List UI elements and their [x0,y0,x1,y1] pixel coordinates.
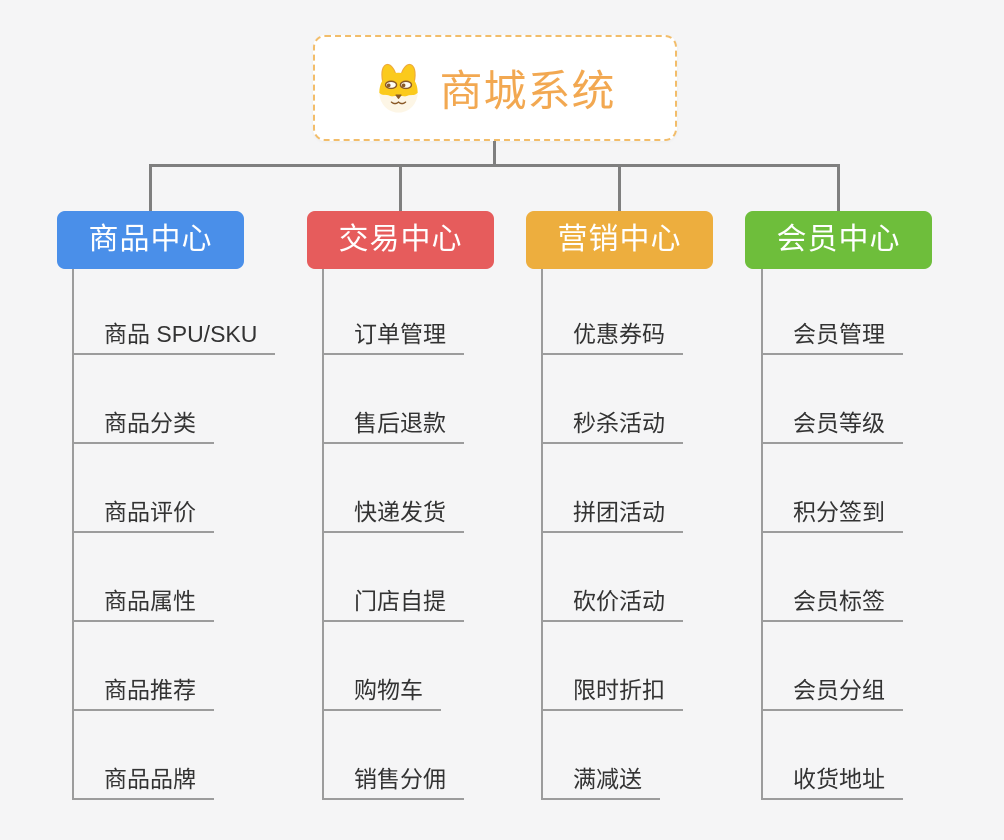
connector-branch-stub-1 [149,164,152,211]
leaf-node[interactable]: 会员分组 [763,671,903,711]
connector-branch-stub-3 [618,164,621,211]
leaf-node[interactable]: 销售分佣 [324,760,464,800]
branch-column-marketing: 优惠券码 秒杀活动 拼团活动 砍价活动 限时折扣 满减送 [541,269,683,800]
leaf-row: 购物车 [324,622,464,711]
leaf-row: 会员管理 [763,269,903,355]
leaf-node[interactable]: 门店自提 [324,582,464,622]
leaf-node[interactable]: 商品 SPU/SKU [74,315,276,355]
leaf-node[interactable]: 限时折扣 [543,671,683,711]
leaf-node[interactable]: 秒杀活动 [543,404,683,444]
leaf-row: 限时折扣 [543,622,683,711]
connector-horizontal-rail [149,164,840,167]
leaf-row: 积分签到 [763,444,903,533]
leaf-node[interactable]: 售后退款 [324,404,464,444]
leaf-row: 会员分组 [763,622,903,711]
leaf-row: 优惠券码 [543,269,683,355]
leaf-node[interactable]: 砍价活动 [543,582,683,622]
branch-node-product-center[interactable]: 商品中心 [57,211,244,269]
leaf-row: 售后退款 [324,355,464,444]
branch-node-member-center[interactable]: 会员中心 [745,211,932,269]
leaf-node[interactable]: 满减送 [543,760,660,800]
root-node-title: 商城系统 [439,68,616,116]
leaf-row: 商品品牌 [74,711,275,800]
leaf-row: 商品分类 [74,355,275,444]
leaf-node[interactable]: 购物车 [324,671,441,711]
root-node[interactable]: 商城系统 [313,35,677,141]
branch-column-member: 会员管理 会员等级 积分签到 会员标签 会员分组 收货地址 [761,269,903,800]
leaf-row: 秒杀活动 [543,355,683,444]
leaf-node[interactable]: 商品属性 [74,582,214,622]
leaf-node[interactable]: 会员标签 [763,582,903,622]
leaf-row: 收货地址 [763,711,903,800]
leaf-row: 门店自提 [324,533,464,622]
leaf-node[interactable]: 商品分类 [74,404,214,444]
leaf-row: 商品属性 [74,533,275,622]
connector-root-stub [493,141,496,167]
leaf-row: 会员标签 [763,533,903,622]
leaf-row: 商品评价 [74,444,275,533]
leaf-row: 商品 SPU/SKU [74,269,276,355]
leaf-row: 订单管理 [324,269,464,355]
leaf-node[interactable]: 积分签到 [763,493,903,533]
leaf-row: 拼团活动 [543,444,683,533]
branch-node-trade-center[interactable]: 交易中心 [307,211,494,269]
branch-column-product: 商品 SPU/SKU 商品分类 商品评价 商品属性 商品推荐 商品品牌 [72,269,276,800]
leaf-node[interactable]: 订单管理 [324,315,464,355]
leaf-node[interactable]: 商品推荐 [74,671,214,711]
leaf-node[interactable]: 会员管理 [763,315,903,355]
leaf-row: 砍价活动 [543,533,683,622]
branch-column-trade: 订单管理 售后退款 快递发货 门店自提 购物车 销售分佣 [322,269,464,800]
leaf-row: 会员等级 [763,355,903,444]
connector-branch-stub-4 [837,164,840,211]
leaf-node[interactable]: 快递发货 [324,493,464,533]
branch-node-marketing-center[interactable]: 营销中心 [526,211,713,269]
connector-branch-stub-2 [399,164,402,211]
leaf-row: 商品推荐 [74,622,275,711]
leaf-node[interactable]: 商品评价 [74,493,214,533]
leaf-node[interactable]: 收货地址 [763,760,903,800]
leaf-row: 快递发货 [324,444,464,533]
leaf-row: 销售分佣 [324,711,464,800]
leaf-row: 满减送 [543,711,683,800]
leaf-node[interactable]: 拼团活动 [543,493,683,533]
leaf-node[interactable]: 商品品牌 [74,760,214,800]
leaf-node[interactable]: 优惠券码 [543,315,683,355]
leaf-node[interactable]: 会员等级 [763,404,903,444]
shiba-dog-face-icon [378,63,418,113]
